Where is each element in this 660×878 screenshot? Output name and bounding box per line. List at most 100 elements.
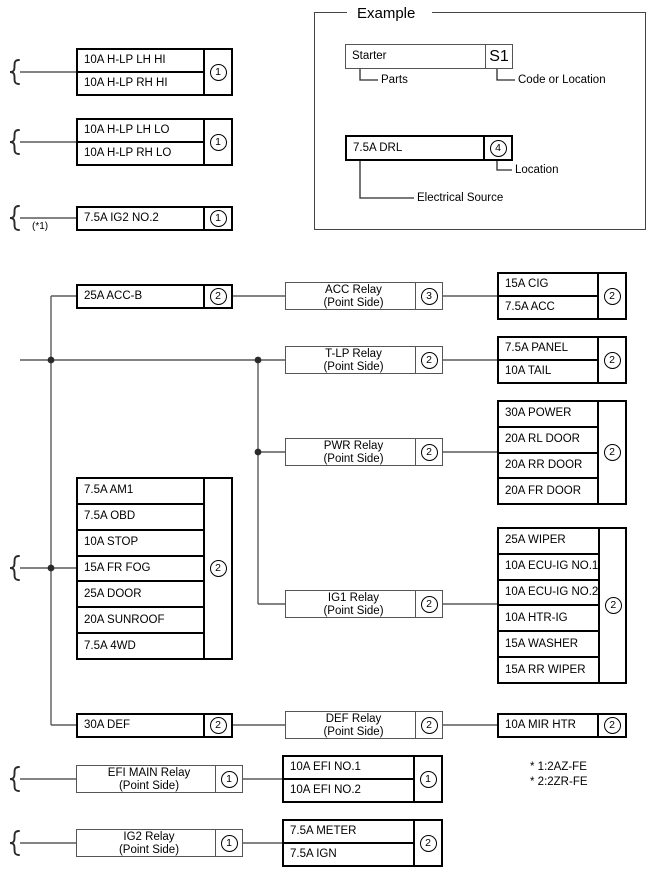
fuse-cell: 7.5A METER <box>290 825 357 838</box>
location-code-circle: 2 <box>420 595 438 613</box>
relay-sub: (Point Side) <box>323 297 384 310</box>
fuse-cell: 15A RR WIPER <box>499 656 599 682</box>
location-code: 2 <box>416 712 442 738</box>
location-code: 2 <box>600 529 626 682</box>
fuse-rows: 25A ACC-B <box>78 286 205 307</box>
fuse-rows: 7.5A IG2 NO.2 <box>78 208 205 229</box>
location-code: 2 <box>205 286 231 307</box>
location-code: 2 <box>416 591 442 617</box>
fuse-rows: 25A WIPER 10A ECU-IG NO.1 10A ECU-IG NO.… <box>499 529 601 682</box>
fuse-cell: 10A MIR HTR <box>505 719 576 732</box>
relay-sub: (Point Side) <box>118 844 180 857</box>
fuse-cell: 7.5A IG2 NO.2 <box>84 212 159 225</box>
location-code: 2 <box>205 479 231 658</box>
location-code-circle: 1 <box>209 133 227 151</box>
fuse-block-def: 30A DEF 2 <box>76 713 233 738</box>
relay-sub: (Point Side) <box>323 361 384 374</box>
location-code-circle: 1 <box>209 210 227 227</box>
fuse-rows: 10A EFI NO.1 10A EFI NO.2 <box>284 757 415 801</box>
relay-acc: ACC Relay (Point Side) 3 <box>285 282 443 310</box>
relay-name: ACC Relay <box>325 284 382 296</box>
fuse-cell: 30A POWER <box>505 407 572 420</box>
fuse-block-am1-group: 7.5A AM1 7.5A OBD 10A STOP 15A FR FOG 25… <box>76 477 233 660</box>
relay-label: EFI MAIN Relay (Point Side) <box>77 766 215 794</box>
fuse-cell: 10A EFI NO.2 <box>284 778 413 801</box>
fuse-cell: 25A DOOR <box>78 580 203 606</box>
relay-label: ACC Relay (Point Side) <box>286 283 415 311</box>
example-source-code: 4 <box>485 137 511 159</box>
fuse-block-ig1-loads: 25A WIPER 10A ECU-IG NO.1 10A ECU-IG NO.… <box>497 527 627 684</box>
fuse-block-hlp-lo: 10A H-LP LH LO 10A H-LP RH LO 1 <box>76 118 233 166</box>
location-code: 2 <box>416 347 442 373</box>
example-code-label: Code or Location <box>518 74 606 86</box>
example-location-label: Location <box>515 164 559 176</box>
fuse-cell: 20A RR DOOR <box>499 451 597 478</box>
location-code-circle: 2 <box>420 716 438 734</box>
location-code-circle: 2 <box>209 560 227 577</box>
relay-rows: ACC Relay (Point Side) <box>286 283 416 309</box>
example-parts-code: S1 <box>489 47 509 65</box>
fuse-cell: 25A WIPER <box>505 534 566 547</box>
fuse-block-def-loads: 10A MIR HTR 2 <box>497 713 627 738</box>
fuse-rows: 7.5A METER 7.5A IGN <box>284 821 415 865</box>
location-code-circle: 2 <box>420 351 438 369</box>
fuse-cell: 10A STOP <box>78 528 203 555</box>
location-code: 1 <box>205 208 231 229</box>
relay-sub: (Point Side) <box>323 605 384 618</box>
fuse-cell: 20A SUNROOF <box>78 606 203 632</box>
location-code: 2 <box>599 338 625 382</box>
fuse-cell: 10A EFI NO.1 <box>290 761 361 774</box>
fuse-cell: 7.5A OBD <box>78 502 203 529</box>
location-code-circle: 4 <box>489 139 507 157</box>
fuse-rows: 30A POWER 20A RL DOOR 20A RR DOOR 20A FR… <box>499 402 599 503</box>
relay-def: DEF Relay (Point Side) 2 <box>285 711 443 739</box>
location-code: 2 <box>599 402 625 503</box>
example-parts-label: Parts <box>381 74 408 86</box>
footnote-2: * 2:2ZR-FE <box>530 776 588 788</box>
relay-rows: T-LP Relay (Point Side) <box>286 347 416 373</box>
relay-ig1: IG1 Relay (Point Side) 2 <box>285 590 443 618</box>
fuse-block-ig2-loads: 7.5A METER 7.5A IGN 2 <box>282 819 443 867</box>
fuse-cell: 10A HTR-IG <box>499 604 599 630</box>
location-code: 3 <box>416 283 442 309</box>
footnote-marker-ig2: (*1) <box>32 221 49 232</box>
relay-label: IG2 Relay (Point Side) <box>77 830 215 858</box>
fuse-cell: 7.5A IGN <box>284 842 413 865</box>
fuse-cell: 15A WASHER <box>499 630 599 656</box>
fuse-block-efi: 10A EFI NO.1 10A EFI NO.2 1 <box>282 755 443 803</box>
example-parts-rows: Starter <box>346 45 486 68</box>
location-code-circle: 2 <box>209 288 227 305</box>
location-code: 2 <box>205 715 231 736</box>
example-parts-name: Starter <box>352 50 387 63</box>
fuse-cell: 20A FR DOOR <box>499 477 597 503</box>
example-parts-box: Starter S1 <box>345 44 513 69</box>
fuse-rows: 10A H-LP LH HI 10A H-LP RH HI <box>78 50 205 94</box>
relay-name: EFI MAIN Relay <box>107 767 191 779</box>
location-code-circle: 1 <box>220 770 238 788</box>
relay-pwr: PWR Relay (Point Side) 2 <box>285 438 443 466</box>
relay-ig2: IG2 Relay (Point Side) 1 <box>76 829 243 857</box>
fuse-cell: 15A FR FOG <box>78 554 203 581</box>
fuse-cell: 10A H-LP LH HI <box>84 54 166 67</box>
relay-label: T-LP Relay (Point Side) <box>286 347 415 375</box>
example-source-rows: 7.5A DRL <box>347 137 485 159</box>
fuse-cell: 20A RL DOOR <box>499 425 597 452</box>
fuse-cell: 15A CIG <box>505 278 549 291</box>
relay-label: PWR Relay (Point Side) <box>286 439 415 467</box>
relay-rows: EFI MAIN Relay (Point Side) <box>77 766 216 792</box>
location-code: 1 <box>415 757 441 801</box>
harness-connector-icon <box>9 59 20 856</box>
example-title: Example <box>350 6 423 21</box>
fuse-block-acc-loads: 15A CIG 7.5A ACC 2 <box>497 272 627 320</box>
relay-efi-main: EFI MAIN Relay (Point Side) 1 <box>76 765 243 793</box>
fuse-cell: 10A H-LP RH LO <box>78 141 203 164</box>
fuse-cell: 10A ECU-IG NO.1 <box>499 552 599 579</box>
relay-rows: DEF Relay (Point Side) <box>286 712 416 738</box>
example-panel <box>314 12 646 230</box>
relay-name: IG1 Relay <box>327 592 380 604</box>
fuse-cell: 30A DEF <box>84 719 131 732</box>
relay-name: T-LP Relay <box>325 348 382 360</box>
location-code-circle: 2 <box>603 444 621 461</box>
fuse-block-hlp-hi: 10A H-LP LH HI 10A H-LP RH HI 1 <box>76 48 233 96</box>
relay-sub: (Point Side) <box>323 726 384 739</box>
